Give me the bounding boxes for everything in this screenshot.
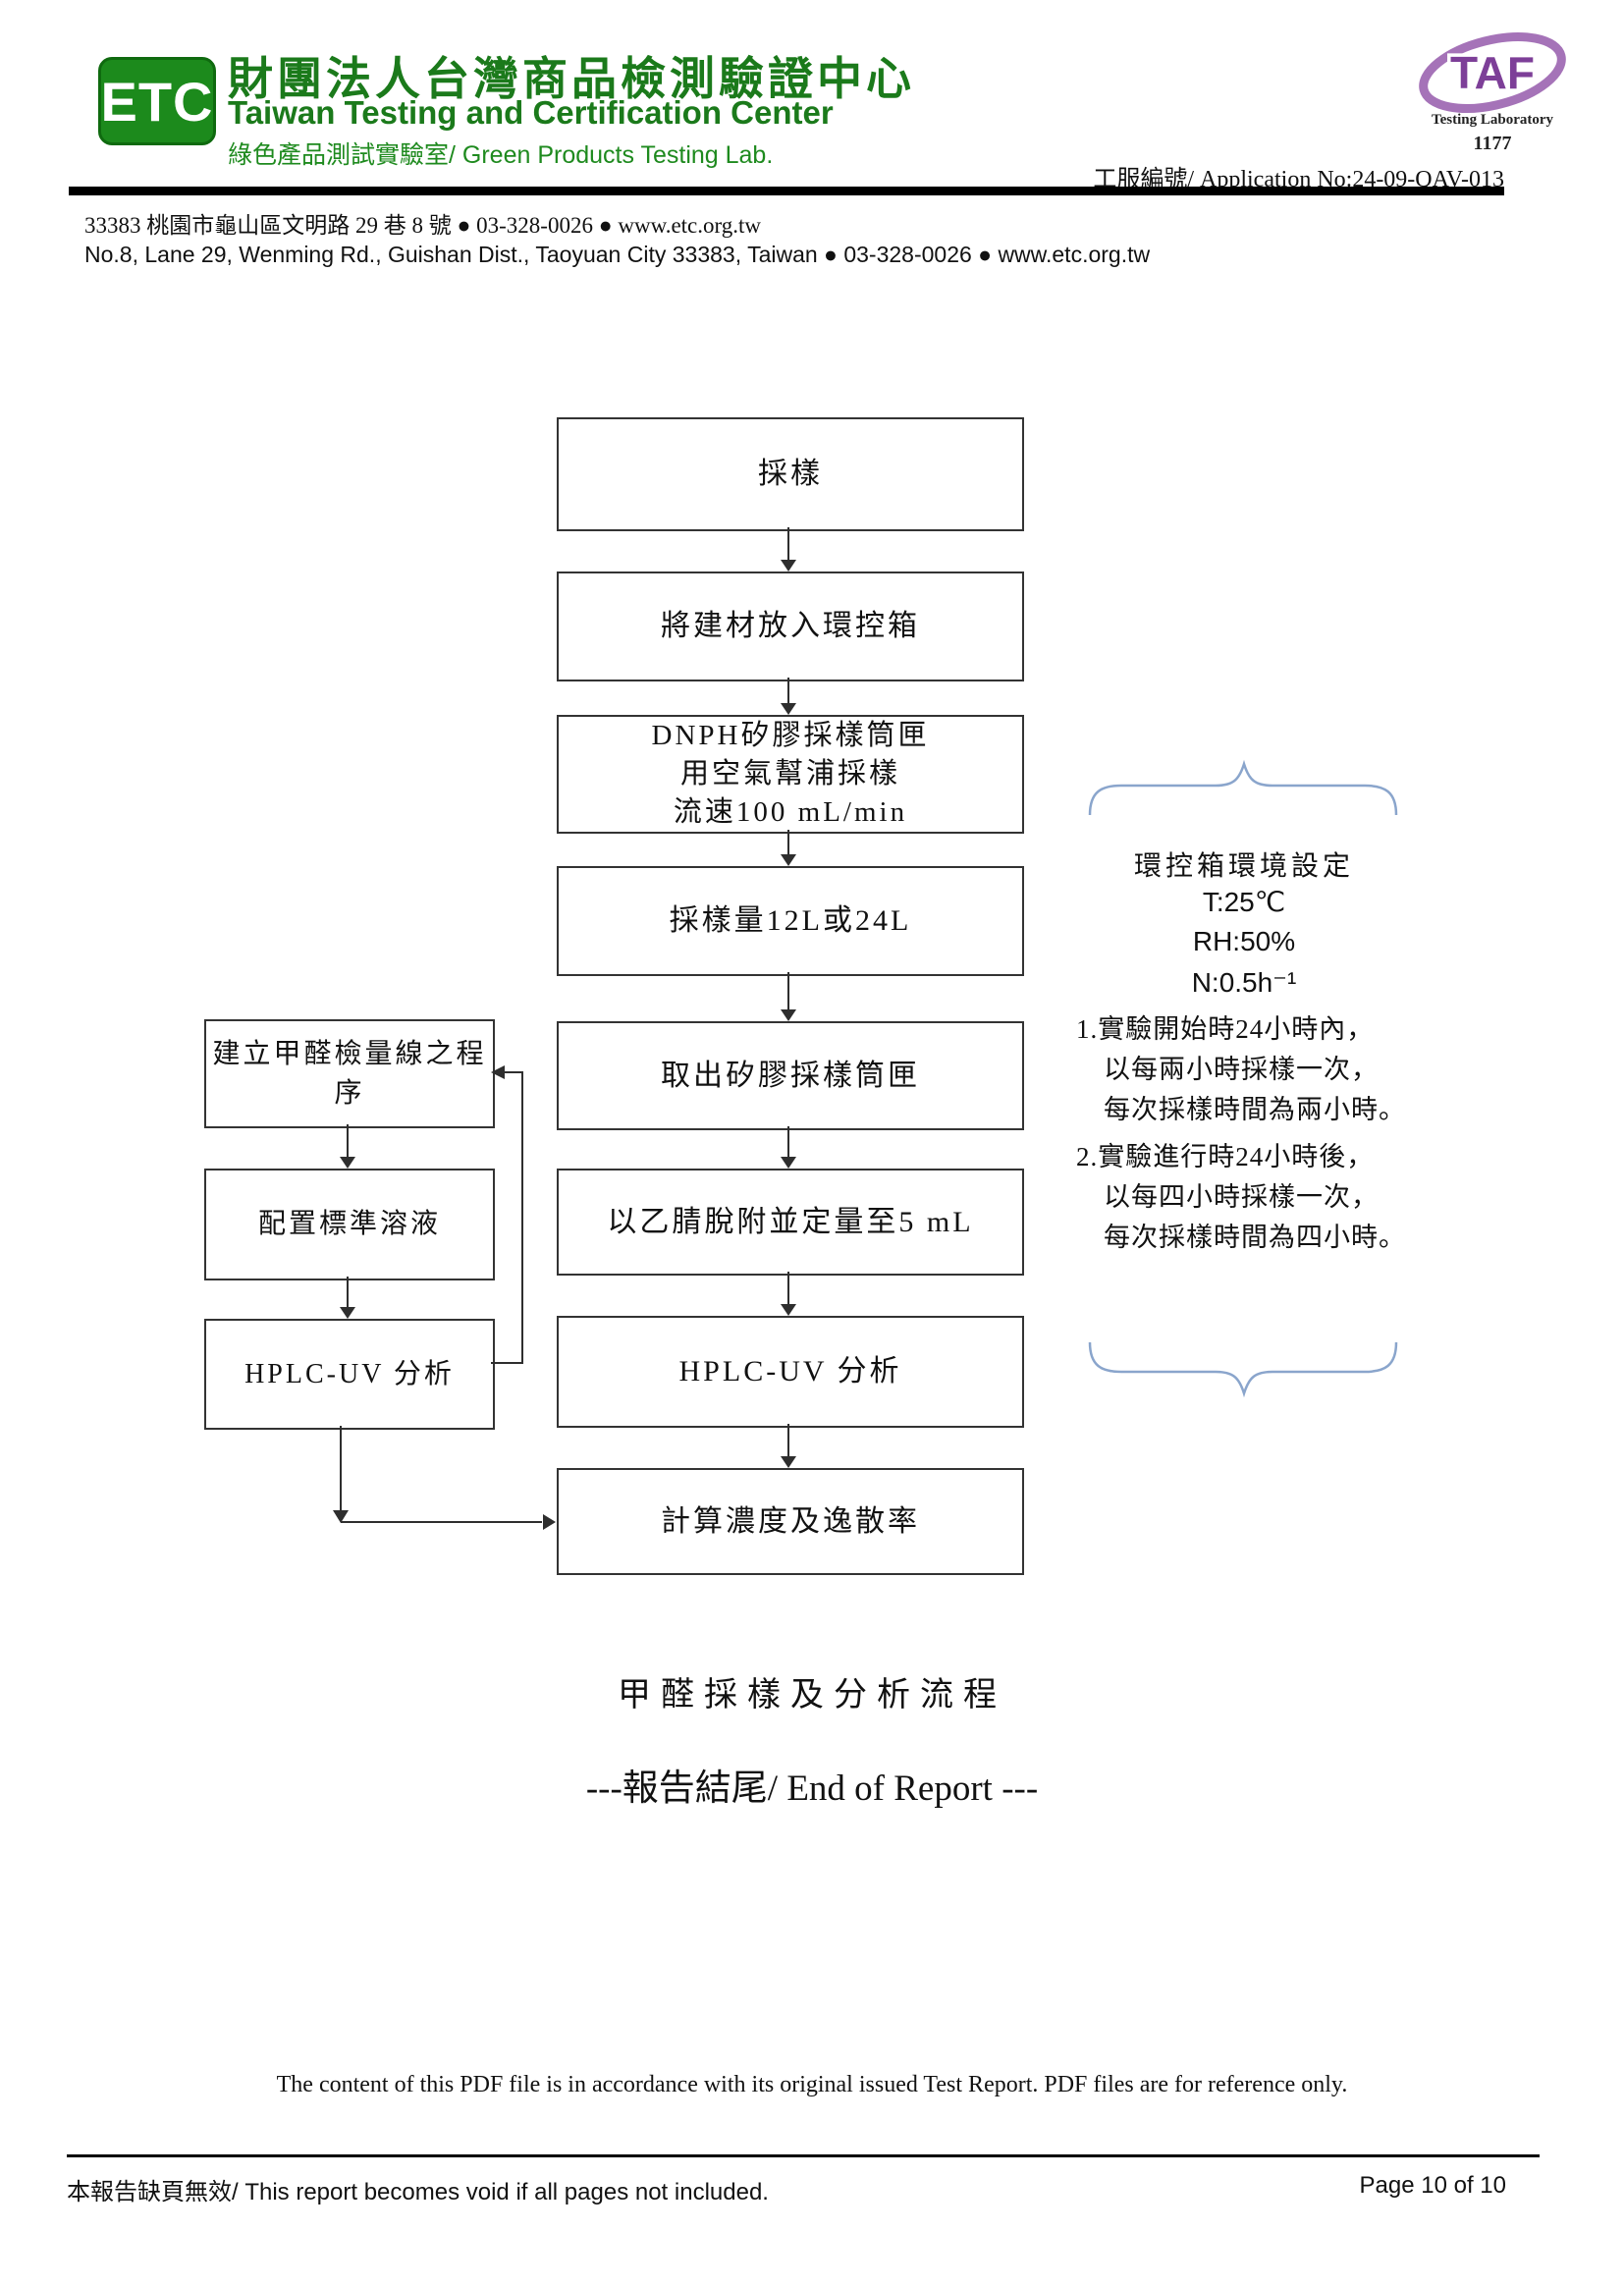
setting-air-change: N:0.5h⁻¹ [1191,967,1297,998]
flow-step-desorb: 以乙腈脫附並定量至5 mL [557,1169,1024,1276]
page-number: Page 10 of 10 [1359,2172,1506,2199]
address-en: No.8, Lane 29, Wenming Rd., Guishan Dist… [84,242,1151,267]
flow-step-place-material: 將建材放入環控箱 [557,572,1024,681]
end-of-report: ---報告結尾/ End of Report --- [585,1769,1039,1809]
org-name-en: Taiwan Testing and Certification Center [228,94,834,131]
org-name-zh: 財團法人台灣商品檢測驗證中心 [228,54,915,104]
brace-top [1088,759,1398,816]
flow-step-dnph-cartridge: DNPH矽膠採樣筒匣 用空氣幫浦採樣 流速100 mL/min [557,715,1024,834]
taf-acronym: TAF [1450,47,1535,98]
pdf-disclaimer: The content of this PDF file is in accor… [276,2072,1348,2097]
flow-step-calculate: 計算濃度及逸散率 [557,1468,1024,1575]
flow-step-calibration-procedure: 建立甲醛檢量線之程序 [204,1019,495,1128]
taf-ring [1419,32,1566,113]
flow-step-standard-solution: 配置標準溶液 [204,1169,495,1280]
chamber-settings-title: 環控箱環境設定 [1133,851,1354,882]
lab-name: 綠色產品測試實驗室/ Green Products Testing Lab. [228,141,774,169]
flow-step-hplc-analysis: HPLC-UV 分析 [557,1316,1024,1428]
flow-step-sampling: 採樣 [557,417,1024,531]
flowchart-caption: 甲醛採樣及分析流程 [618,1677,1006,1714]
setting-temperature: T:25℃ [1202,887,1286,917]
taf-number: 1177 [1474,133,1512,154]
flow-step-hplc-analysis-side: HPLC-UV 分析 [204,1319,495,1430]
side-right-arrowhead [543,1514,556,1530]
loopback-line [491,1071,523,1364]
footer-divider [67,2154,1540,2157]
taf-logo: TAF Testing Laboratory 1177 [1410,22,1575,169]
header-divider [69,187,1504,195]
flow-step-sample-volume: 採樣量12L或24L [557,866,1024,976]
setting-humidity: RH:50% [1192,926,1296,956]
brace-bottom [1088,1341,1398,1398]
etc-logo: ETC [98,57,216,145]
sampling-note-1: 1.實驗開始時24小時內， 以每兩小時採樣一次， 每次採樣時間為兩小時。 [1076,1014,1406,1124]
taf-label: Testing Laboratory [1432,112,1554,128]
side-down-arrowhead [333,1510,349,1523]
void-note: 本報告缺頁無效/ This report becomes void if all… [67,2179,769,2205]
sampling-note-2: 2.實驗進行時24小時後， 以每四小時採樣一次， 每次採樣時間為四小時。 [1076,1142,1406,1252]
flow-step-remove-cartridge: 取出矽膠採樣筒匣 [557,1021,1024,1130]
address-zh: 33383 桃園市龜山區文明路 29 巷 8 號 ● 03-328-0026 ●… [84,213,761,238]
